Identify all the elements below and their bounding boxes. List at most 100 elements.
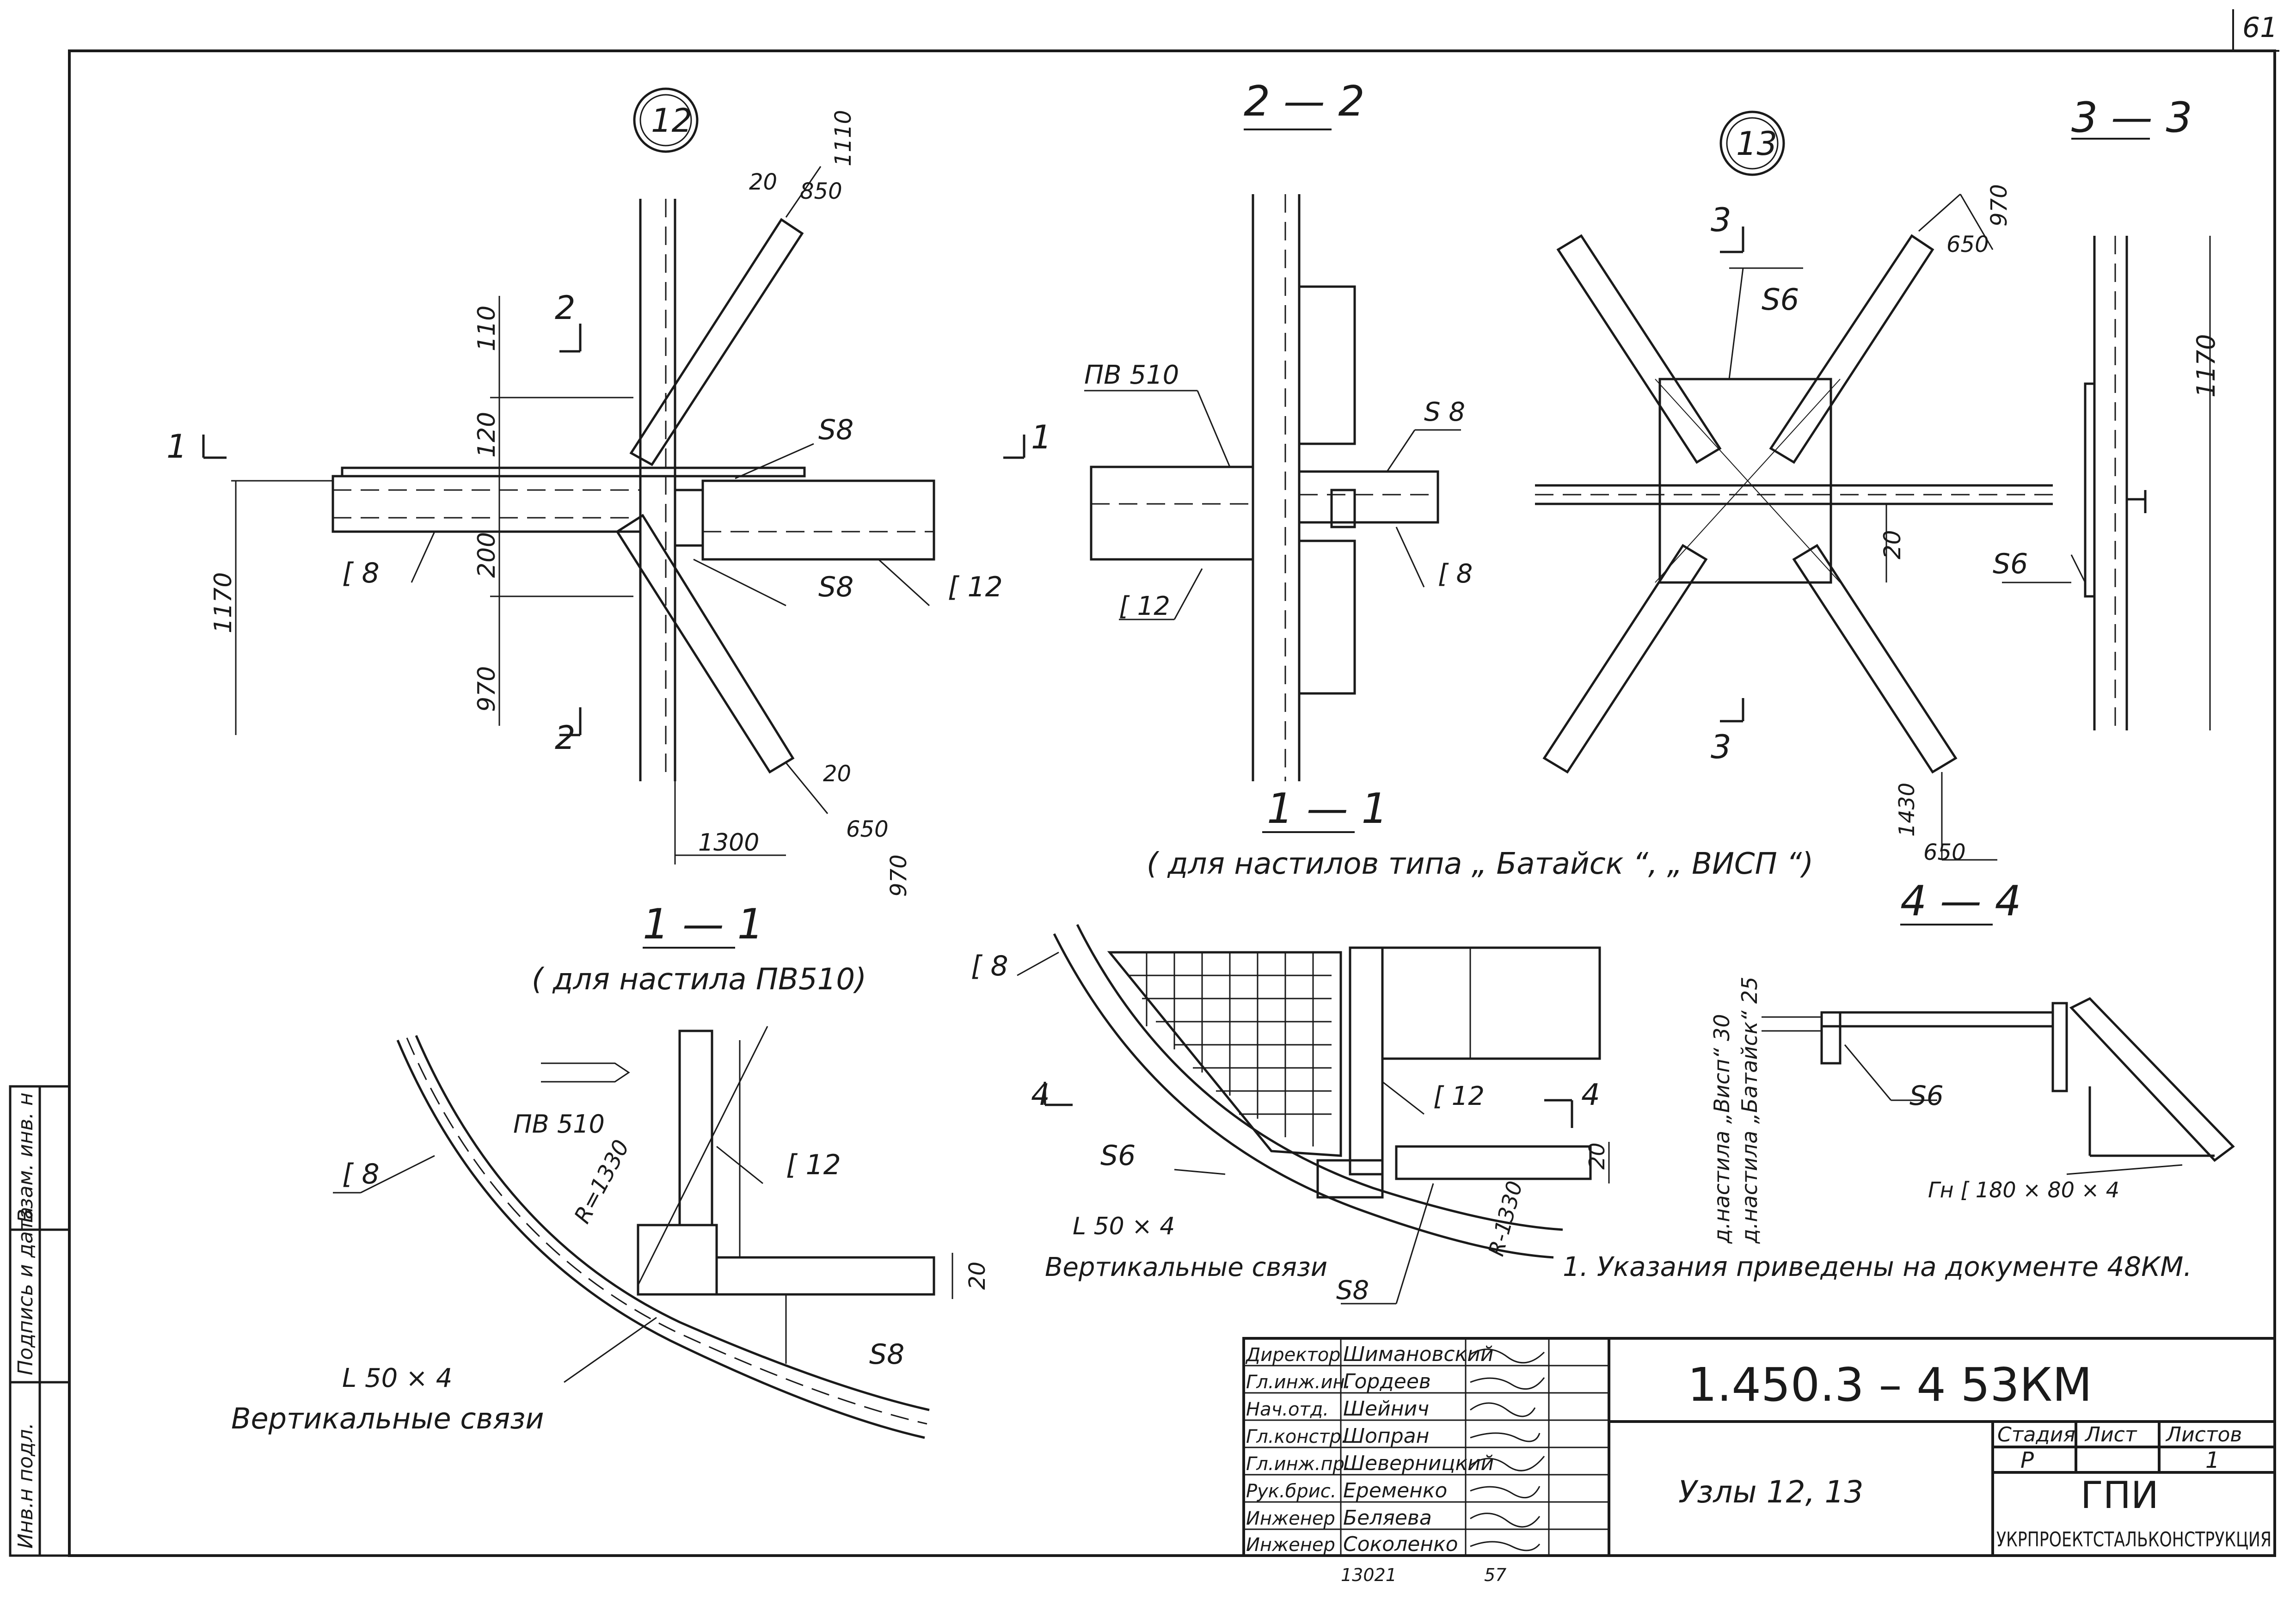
staff-name: Шимановский — [1343, 1342, 1493, 1366]
stage-value: Р — [2020, 1447, 2034, 1473]
caption-1-1-a-title: 1 — 1 — [1267, 785, 1388, 833]
node-12-dim-110: 110 — [473, 306, 501, 351]
sheets-value: 1 — [2205, 1447, 2220, 1473]
node-13-marker: 13 — [1736, 125, 1777, 163]
staff-name: Шейнич — [1343, 1397, 1429, 1421]
section-4-4-cut-4-right: 4 — [1581, 1078, 1600, 1112]
node-12-drawing — [202, 87, 1025, 864]
section-1-1-b-label-c12: [ 12 — [786, 1149, 841, 1181]
staff-role: Нач.отд. — [1246, 1399, 1329, 1420]
staff-role: Гл.инж.ин. — [1246, 1372, 1351, 1393]
node-12-dim-200: 200 — [473, 532, 501, 578]
deck-label-visp: д.настила „Висп“ 30 — [1709, 1014, 1734, 1244]
node-13-dim-20: 20 — [1879, 530, 1906, 559]
node-13-label-s6: S6 — [1762, 283, 1799, 317]
node-12-cut-2-bottom: 2 — [555, 719, 576, 757]
section-1-1-b-label-pv510: ПВ 510 — [513, 1109, 605, 1139]
node-13-dim-650-bottom: 650 — [1923, 840, 1966, 865]
section-1-1-b-label-s8: S8 — [869, 1338, 904, 1371]
left-strip — [9, 1085, 71, 1557]
node-12-brace-top-850: 850 — [800, 178, 842, 204]
title-block — [1242, 1337, 2276, 1557]
drawing-title: Узлы 12, 13 — [1678, 1474, 1864, 1510]
section-3-3-title: 3 — 3 — [2071, 93, 2192, 142]
sheet-header: Лист — [2084, 1423, 2137, 1447]
staff-role: Инженер — [1246, 1534, 1335, 1556]
section-2-2-label-c12: [ 12 — [1119, 591, 1170, 621]
node-12-brace-top-1110: 1110 — [830, 110, 856, 166]
sheets-header: Листов — [2165, 1423, 2242, 1447]
section-2-2-drawing — [1084, 129, 1461, 781]
node-12-cut-1-left: 1 — [166, 428, 187, 466]
staff-role: Инженер — [1246, 1508, 1335, 1529]
node-12-label-c8: [ 8 — [342, 557, 380, 589]
bottom-mark-right: 57 — [1484, 1565, 1506, 1585]
section-3-3-dim-1170: 1170 — [2192, 334, 2221, 398]
section-4-4-label-c12: [ 12 — [1433, 1081, 1485, 1111]
left-strip-cell-inv: Инв.н подл. — [14, 1422, 37, 1549]
staff-name: Еременко — [1343, 1479, 1447, 1502]
staff-role: Гл.инж.пр. — [1246, 1453, 1351, 1475]
node-13-dim-970-top: 970 — [1986, 184, 2012, 227]
section-3-3-drawing — [2002, 138, 2211, 730]
node-12-dim-970: 970 — [473, 666, 501, 712]
deck-label-bent-channel: Гн [ 180 × 80 × 4 — [1928, 1177, 2119, 1202]
node-12-label-c12: [ 12 — [948, 571, 1003, 603]
node-12-dim-120: 120 — [473, 412, 501, 458]
staff-name: Гордеев — [1343, 1370, 1431, 1393]
node-12-brace-bot-20: 20 — [823, 761, 851, 787]
section-2-2-label-c8: [ 8 — [1438, 559, 1473, 589]
deck-section-drawing — [1762, 997, 2235, 1175]
section-1-1-b-label-c8: [ 8 — [342, 1158, 380, 1190]
node-12-marker: 12 — [651, 102, 692, 140]
staff-name: Шопран — [1343, 1424, 1429, 1448]
section-2-2-label-pv510: ПВ 510 — [1084, 360, 1179, 390]
section-1-1-b-label-r1330: R=1330 — [569, 1136, 634, 1228]
section-2-2-label-s8: S 8 — [1424, 397, 1465, 427]
node-12-dim-1300: 1300 — [698, 829, 759, 857]
section-4-4-dim-20: 20 — [1584, 1142, 1609, 1170]
node-12-brace-bot-970: 970 — [886, 854, 912, 897]
section-4-4-label-vertical-braces: Вертикальные связи — [1045, 1252, 1327, 1282]
section-4-4-cut-4-left: 4 — [1031, 1078, 1050, 1112]
section-1-1-b-label-angle: L 50 × 4 — [342, 1363, 452, 1393]
section-4-4-label-s6: S6 — [1100, 1140, 1136, 1172]
deck-label-s6: S6 — [1909, 1080, 1944, 1111]
node-13-drawing — [1535, 110, 2053, 861]
staff-role: Гл.констр. — [1246, 1426, 1347, 1447]
section-1-1-b-subtitle: ( для настила ПВ510) — [532, 962, 866, 997]
caption-4-4-title: 4 — 4 — [1900, 877, 2021, 926]
node-12-cut-2-top: 2 — [555, 289, 576, 327]
section-1-1-b-drawing — [333, 1026, 953, 1439]
staff-list: Директор Шимановский Гл.инж.ин. Гордеев … — [1245, 1342, 1494, 1556]
section-3-3-label-s6: S6 — [1993, 548, 2028, 580]
sheet-frame — [68, 9, 2279, 1557]
node-13-dim-1430: 1430 — [1894, 783, 1919, 837]
section-4-4-label-s8: S8 — [1336, 1275, 1369, 1306]
staff-role: Директор — [1245, 1344, 1341, 1366]
section-1-1-b-dim-20: 20 — [964, 1262, 990, 1290]
section-4-4-drawing — [1017, 924, 1610, 1305]
staff-name: Шеверницкий — [1343, 1452, 1494, 1475]
org-full: УКРПРОЕКТСТАЛЬКОНСТРУКЦИЯ — [1996, 1528, 2271, 1551]
section-4-4-label-angle: L 50 × 4 — [1073, 1213, 1175, 1240]
section-2-2-title: 2 — 2 — [1244, 77, 1365, 126]
left-strip-cell-replace: Взам. инв. н — [14, 1092, 37, 1223]
stage-header: Стадия — [1997, 1423, 2075, 1447]
title-block-signatures — [1470, 1348, 1545, 1551]
bottom-mark-left: 13021 — [1341, 1565, 1397, 1585]
node-12-label-s8-top: S8 — [818, 414, 853, 446]
node-12-label-s8-bottom: S8 — [818, 571, 853, 603]
caption-1-1-a-subtitle: ( для настилов типа „ Батайск “, „ ВИСП … — [1147, 847, 1813, 881]
node-12-dim-1170: 1170 — [209, 572, 237, 633]
staff-role: Рук.брис. — [1246, 1481, 1336, 1502]
node-12-brace-bot-650: 650 — [846, 816, 889, 842]
section-4-4-label-c8: [ 8 — [971, 950, 1008, 982]
left-strip-cell-sign: Подпись и дата — [14, 1207, 37, 1375]
doc-number: 1.450.3 – 4 53КМ — [1688, 1358, 2092, 1412]
node-13-cut-3-top: 3 — [1711, 201, 1731, 239]
org-short: ГПИ — [2081, 1474, 2159, 1517]
deck-label-batajsk: д.настила „Батайск“ 25 — [1737, 977, 1762, 1244]
staff-name: Соколенко — [1343, 1532, 1458, 1556]
node-12-brace-top-20: 20 — [749, 169, 777, 195]
